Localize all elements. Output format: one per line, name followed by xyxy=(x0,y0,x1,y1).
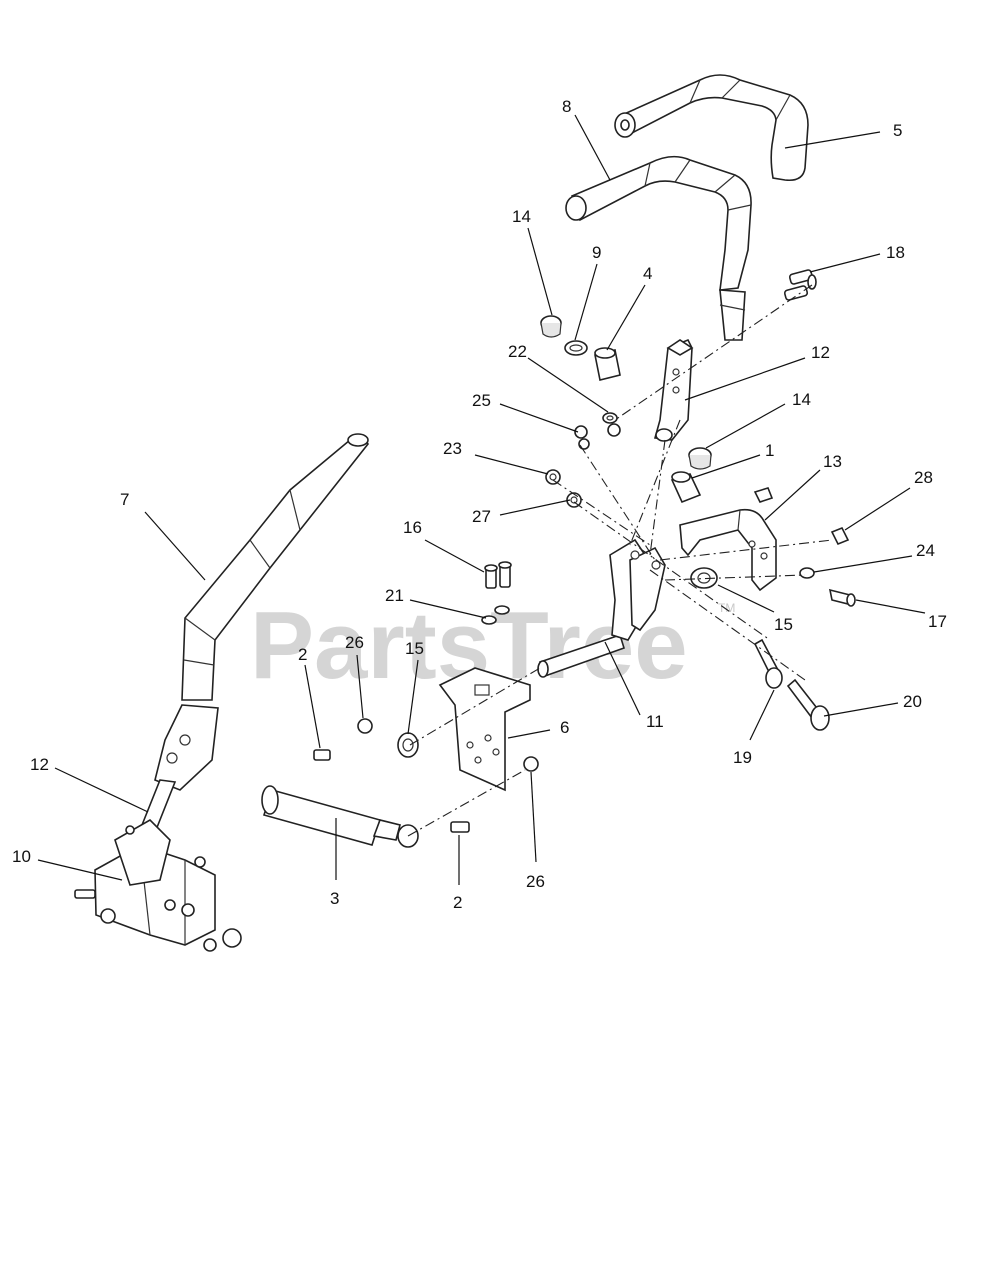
callout-20: 20 xyxy=(903,692,922,711)
callout-12-upper: 12 xyxy=(811,343,830,362)
part-24-washer[interactable] xyxy=(799,567,815,579)
part-26-nut-upper[interactable] xyxy=(357,718,373,734)
callout-24: 24 xyxy=(916,541,935,560)
part-25-nut[interactable] xyxy=(574,425,590,450)
callout-8: 8 xyxy=(562,97,571,116)
part-18-bolts[interactable] xyxy=(783,269,817,301)
callout-27: 27 xyxy=(472,507,491,526)
part-20-bolt[interactable] xyxy=(786,678,830,731)
callout-15-left: 15 xyxy=(405,639,424,658)
part-4-spacer[interactable] xyxy=(594,347,621,381)
part-1-sleeve[interactable] xyxy=(670,471,702,504)
callout-22: 22 xyxy=(508,342,527,361)
part-28-screw[interactable] xyxy=(830,526,850,546)
callout-10: 10 xyxy=(12,847,31,866)
callout-6: 6 xyxy=(560,718,569,737)
callout-17: 17 xyxy=(928,612,947,631)
callout-11: 11 xyxy=(646,712,664,731)
callout-7: 7 xyxy=(120,490,129,509)
part-16-pins[interactable] xyxy=(484,561,512,589)
assembly-lines xyxy=(407,284,833,837)
callout-18: 18 xyxy=(886,243,905,262)
part-15-bushing-right[interactable] xyxy=(690,567,718,589)
part-6-mounting-plate[interactable] xyxy=(438,667,531,792)
part-3-damper[interactable] xyxy=(261,785,419,848)
part-9-washer[interactable] xyxy=(564,340,588,356)
callout-2-upper: 2 xyxy=(298,645,307,664)
part-11-pivot-shaft[interactable] xyxy=(537,538,666,678)
part-14-bushing-top[interactable] xyxy=(540,315,562,338)
part-2-stud-lower[interactable] xyxy=(450,821,470,833)
callout-labels: 5 8 18 14 9 4 12 22 25 14 23 1 13 7 28 2… xyxy=(12,97,947,912)
callout-2-lower: 2 xyxy=(453,893,462,912)
callout-26-upper: 26 xyxy=(345,633,364,652)
part-21-washers[interactable] xyxy=(481,605,510,625)
part-10-base-assembly[interactable] xyxy=(74,819,242,952)
part-26-nut-lower[interactable] xyxy=(523,756,539,772)
part-19-bolt[interactable] xyxy=(753,638,783,689)
callout-13: 13 xyxy=(823,452,842,471)
callout-23: 23 xyxy=(443,439,462,458)
callout-1: 1 xyxy=(765,441,774,460)
callout-5: 5 xyxy=(893,121,902,140)
part-5-handle-grip[interactable] xyxy=(614,74,809,182)
part-17-bolt[interactable] xyxy=(828,588,856,607)
callout-4: 4 xyxy=(643,264,652,283)
callout-14-mid: 14 xyxy=(792,390,811,409)
part-8-handle-tube[interactable] xyxy=(565,155,752,341)
leader-lines xyxy=(37,114,926,885)
part-7-main-lever[interactable] xyxy=(181,433,369,701)
callout-28: 28 xyxy=(914,468,933,487)
part-15-bushing-left[interactable] xyxy=(397,732,419,758)
part-14-bushing-mid[interactable] xyxy=(688,447,712,470)
part-2-stud-upper[interactable] xyxy=(313,749,331,761)
callout-3: 3 xyxy=(330,889,339,908)
callout-16: 16 xyxy=(403,518,422,537)
callout-9: 9 xyxy=(592,243,601,262)
callout-15-right: 15 xyxy=(774,615,793,634)
callout-14-top: 14 xyxy=(512,207,531,226)
callout-25: 25 xyxy=(472,391,491,410)
part-12-control-arm-upper[interactable] xyxy=(653,338,694,442)
part-22-washer[interactable] xyxy=(602,412,621,437)
callout-21: 21 xyxy=(385,586,404,605)
watermark-trademark: TM xyxy=(718,601,735,615)
part-13-u-bracket[interactable] xyxy=(679,487,777,592)
callout-19: 19 xyxy=(733,748,752,767)
callout-12-lower: 12 xyxy=(30,755,49,774)
part-23-nut[interactable] xyxy=(545,469,561,485)
part-12-control-arm-lower[interactable] xyxy=(136,704,219,842)
callout-26-lower: 26 xyxy=(526,872,545,891)
